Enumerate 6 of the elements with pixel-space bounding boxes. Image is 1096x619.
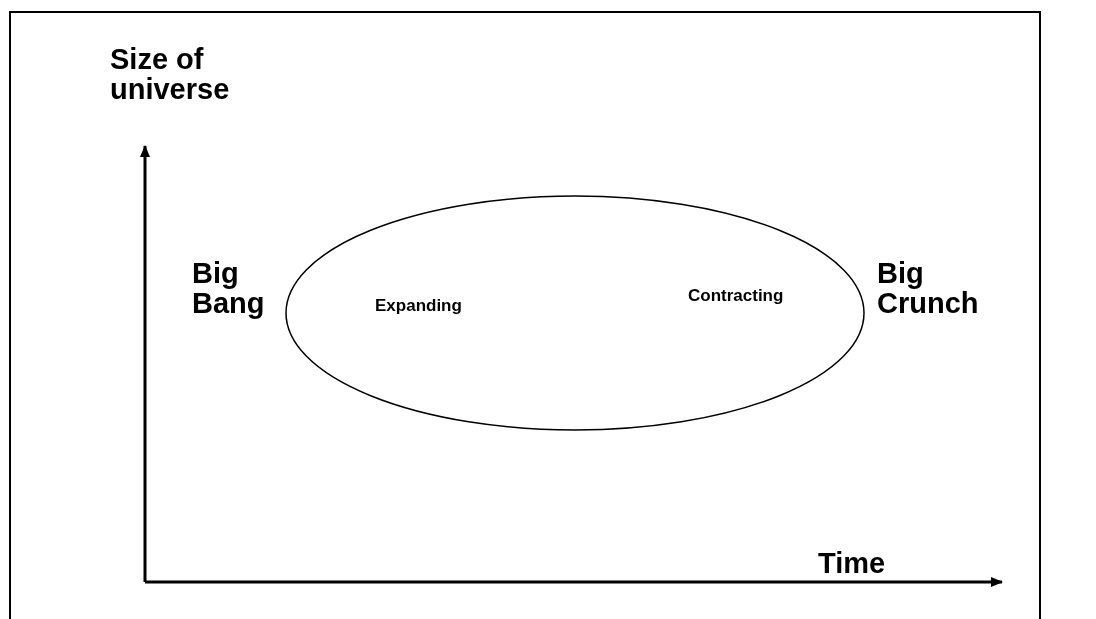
phase-label: Contracting	[688, 287, 784, 305]
phase-label: Expanding	[375, 297, 462, 315]
axis-title: Time	[818, 548, 887, 579]
event-label: Big Bang	[192, 258, 266, 319]
event-label: Big Crunch	[877, 258, 980, 319]
axis-title: Size of universe	[110, 44, 231, 105]
